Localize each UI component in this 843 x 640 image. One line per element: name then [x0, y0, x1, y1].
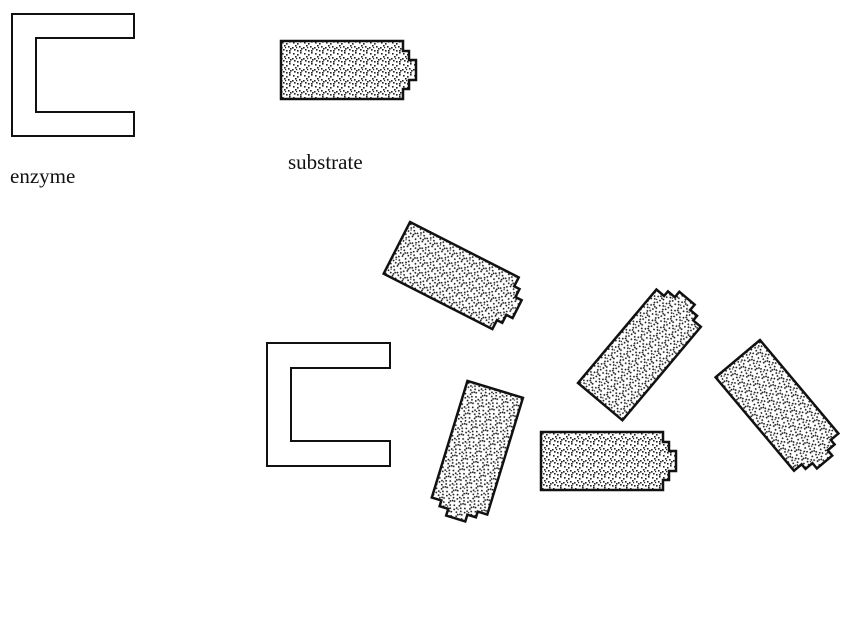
enzyme-shape	[267, 343, 390, 466]
substrate-shape	[578, 280, 709, 421]
substrate-legend-shape	[281, 41, 416, 99]
substrate-label: substrate	[288, 150, 363, 175]
enzyme-label: enzyme	[10, 164, 75, 189]
substrate-shape	[384, 222, 531, 335]
substrate-shape	[428, 381, 523, 527]
substrate-shape	[541, 432, 676, 490]
enzyme-legend-shape	[12, 14, 134, 136]
substrate-shape	[716, 340, 843, 481]
